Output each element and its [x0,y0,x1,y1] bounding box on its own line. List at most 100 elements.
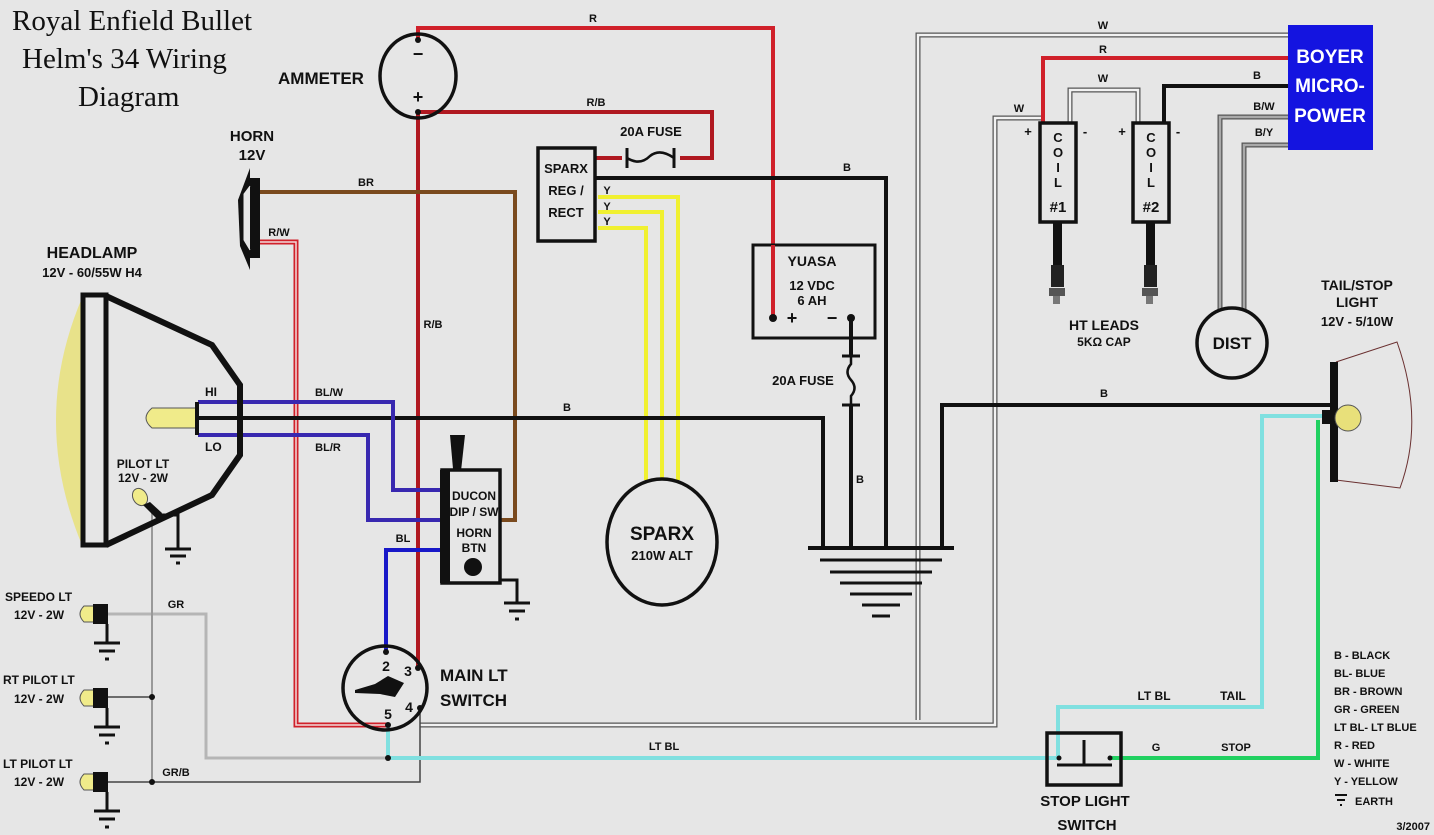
color-legend: B - BLACK BL- BLUE BR - BROWN GR - GREEN… [1334,650,1430,833]
dip-switch: DUCON DIP / SW HORN BTN [440,435,530,621]
terminal-3: 3 [404,663,412,679]
distributor: DIST [1195,306,1269,380]
rt-pilot-light: RT PILOT LT 12V - 2W [3,673,120,745]
legend-item: Y - YELLOW [1334,776,1398,788]
wire-label: TAIL [1220,689,1246,703]
wire-bl [384,548,440,652]
wire-label: LT BL [1137,689,1170,703]
wire-br-horn [258,190,517,522]
wire-label: BR [358,177,374,189]
lt-pilot-light: LT PILOT LT 12V - 2W [3,757,120,829]
stop-switch-label: STOP LIGHT [1040,793,1129,810]
coil-1-plus: + [1024,124,1032,139]
horn-voltage: 12V [239,147,266,164]
main-switch-label: MAIN LT [440,666,508,685]
headlamp-hi-label: HI [205,385,217,399]
wire-label: B/W [1253,101,1275,113]
battery-plus: + [787,308,798,328]
tail-stop-light: TAIL/STOP LIGHT 12V - 5/10W [1321,277,1413,489]
coil-2-letter: I [1149,160,1153,175]
stop-light-switch: STOP LIGHT SWITCH [1040,731,1130,834]
headlamp-spec: 12V - 60/55W H4 [42,265,142,280]
coil-1-letter: I [1056,160,1060,175]
fuse-battery-label: 20A FUSE [772,373,834,388]
boyer-line-3: POWER [1294,106,1366,127]
coil-1-letter: C [1053,130,1063,145]
legend-item: BL- BLUE [1334,668,1385,680]
fuse-top: 20A FUSE [620,124,682,168]
legend-item: R - RED [1334,740,1375,752]
wire-blr [198,433,440,522]
wire-label: R/B [424,319,443,331]
coil-2: C O I L #2 + - [1118,121,1180,304]
wire-label: W [1098,73,1109,85]
main-switch-label-2: SWITCH [440,691,507,710]
headlamp-lo-label: LO [205,440,222,454]
legend-item: W - WHITE [1334,758,1390,770]
wire-label: G [1152,742,1161,754]
wire-label: Y [603,185,611,197]
horn-label: HORN [230,128,274,145]
wire-label: BL/W [315,387,344,399]
speedo-light: SPEEDO LT 12V - 2W [5,590,120,661]
main-light-switch: 2 3 4 5 MAIN LT SWITCH [149,644,508,785]
wire-label: W [1014,103,1025,115]
boyer-line-1: BOYER [1296,47,1364,68]
diagram-title: Royal Enfield Bullet Helm's 34 Wiring Di… [12,5,252,113]
stop-switch-label-2: SWITCH [1057,817,1116,834]
wire-label: R/W [268,227,290,239]
battery-brand: YUASA [787,253,836,269]
earth-icon [1335,794,1347,806]
coil-1-letter: L [1054,175,1062,190]
wire-ltbl-main [386,725,1058,760]
rt-pilot-lt-spec: 12V - 2W [14,692,65,706]
alternator-spec: 210W ALT [631,548,692,563]
wire-label: B [1100,388,1108,400]
yellow-wires [598,195,680,480]
ammeter-label: AMMETER [278,69,364,88]
battery: YUASA 12 VDC 6 AH + − [751,243,877,340]
pilot-lt-spec: 12V - 2W [118,471,169,485]
ammeter-plus: + [413,87,424,107]
fuse-battery: 20A FUSE [772,354,860,407]
regulator-line-1: SPARX [544,161,588,176]
wire-label: R [1099,44,1107,56]
wire-label: B [843,162,851,174]
lt-pilot-lt-label: LT PILOT LT [3,757,73,771]
wire-label: Y [603,216,611,228]
wire-label: R/B [587,97,606,109]
wire-grb [108,708,421,783]
fuse-top-label: 20A FUSE [620,124,682,139]
dist-label: DIST [1213,334,1252,353]
wire-label: B/Y [1255,127,1274,139]
coil-1-number: #1 [1050,199,1067,216]
wire-label: B [563,402,571,414]
regulator-line-3: RECT [548,205,583,220]
alternator: SPARX 210W ALT [605,477,719,607]
legend-earth: EARTH [1355,796,1393,808]
wire-label: B [1253,70,1261,82]
wire-b-tail-earth [940,403,1330,547]
terminal-4: 4 [405,699,413,715]
ht-leads-label: HT LEADS [1069,317,1139,333]
coil-1-minus: - [1083,124,1087,139]
battery-capacity: 6 AH [797,293,826,308]
ht-leads-spec: 5KΩ CAP [1077,335,1131,349]
headlamp: HEADLAMP 12V - 60/55W H4 HI LO [42,245,243,548]
tail-stop-label: TAIL/STOP [1321,277,1393,293]
dip-switch-line-2: DIP / SW [449,505,499,519]
rt-pilot-lt-label: RT PILOT LT [3,673,75,687]
diagram-date: 3/2007 [1396,821,1430,833]
coil-2-plus: + [1118,124,1126,139]
coil-1: C O I L #1 + - [1024,121,1087,304]
speedo-lt-label: SPEEDO LT [5,590,73,604]
tail-stop-label-2: LIGHT [1336,294,1378,310]
legend-item: LT BL- LT BLUE [1334,722,1417,734]
wire-g-stop [1110,420,1320,760]
wire-b-headlamp-earth [198,416,825,547]
battery-voltage: 12 VDC [789,278,835,293]
wire-blw [198,400,440,492]
regulator-rectifier: SPARX REG / RECT [536,146,597,243]
ammeter: − + AMMETER [278,32,458,120]
